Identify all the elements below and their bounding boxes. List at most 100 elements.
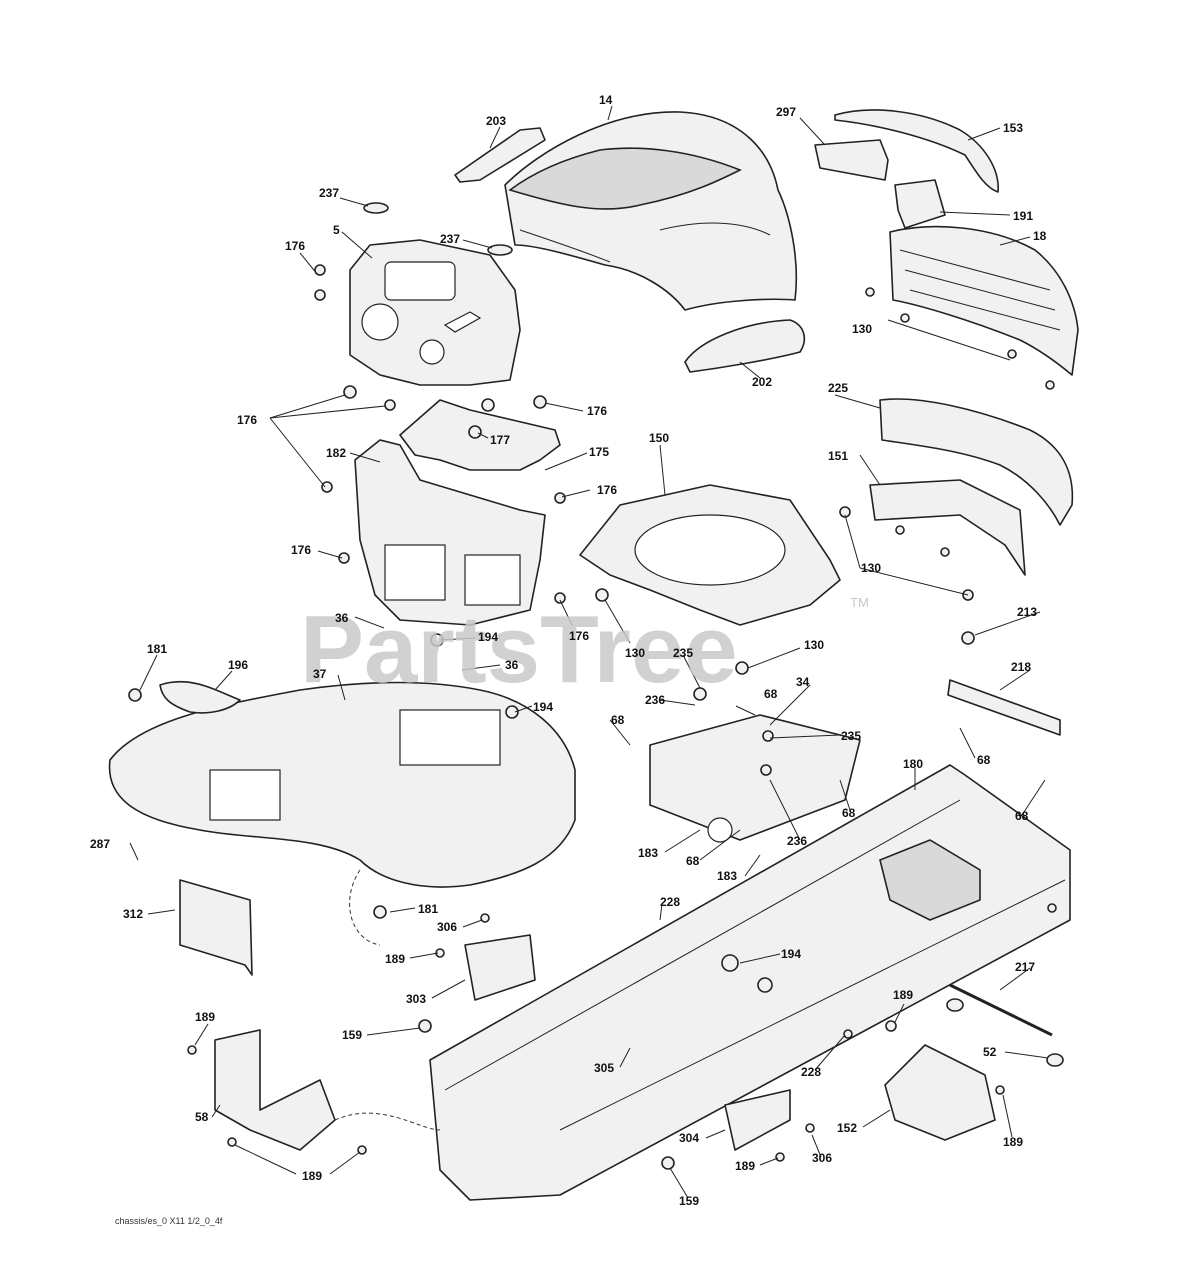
label-202: 202 bbox=[752, 375, 772, 389]
part-14-hood bbox=[504, 111, 798, 311]
label-303: 303 bbox=[406, 992, 426, 1006]
label-181: 181 bbox=[147, 642, 167, 656]
label-130-b: 130 bbox=[861, 561, 881, 575]
part-5-dash-panel bbox=[349, 239, 521, 386]
label-189-f: 189 bbox=[735, 1159, 755, 1173]
label-213: 213 bbox=[1017, 605, 1037, 619]
label-150: 150 bbox=[649, 431, 669, 445]
label-68-e: 68 bbox=[1015, 809, 1029, 823]
label-189-e: 189 bbox=[302, 1169, 322, 1183]
part-37-footrest bbox=[108, 681, 576, 888]
label-152: 152 bbox=[837, 1121, 857, 1135]
label-312: 312 bbox=[123, 907, 143, 921]
label-180: 180 bbox=[903, 757, 923, 771]
label-14: 14 bbox=[599, 93, 613, 107]
part-218-bar bbox=[947, 679, 1061, 736]
label-196: 196 bbox=[228, 658, 248, 672]
label-58: 58 bbox=[195, 1110, 209, 1124]
label-153: 153 bbox=[1003, 121, 1023, 135]
label-34: 34 bbox=[796, 675, 810, 689]
part-58-bracket bbox=[214, 1029, 336, 1151]
part-196-cover bbox=[159, 680, 241, 714]
part-153-trim bbox=[834, 109, 999, 193]
label-304: 304 bbox=[679, 1131, 699, 1145]
dashed-line-2 bbox=[334, 1112, 441, 1131]
part-18-grille bbox=[889, 225, 1079, 376]
label-235: 235 bbox=[673, 646, 693, 660]
label-130: 130 bbox=[852, 322, 872, 336]
label-177: 177 bbox=[490, 433, 510, 447]
label-189-d: 189 bbox=[1003, 1135, 1023, 1149]
label-306: 306 bbox=[437, 920, 457, 934]
label-130-c: 130 bbox=[625, 646, 645, 660]
label-194-c: 194 bbox=[781, 947, 801, 961]
leader-lines bbox=[129, 105, 1049, 1199]
watermark-trademark: TM bbox=[850, 595, 869, 610]
label-183: 183 bbox=[638, 846, 658, 860]
label-68-b: 68 bbox=[611, 713, 625, 727]
label-18: 18 bbox=[1033, 229, 1047, 243]
label-159: 159 bbox=[342, 1028, 362, 1042]
label-36-b: 36 bbox=[505, 658, 519, 672]
part-180-frame bbox=[429, 764, 1071, 1201]
part-303-bracket bbox=[464, 934, 536, 1001]
label-228: 228 bbox=[660, 895, 680, 909]
callout-labels: 14 203 297 153 237 191 5 237 176 18 130 … bbox=[90, 93, 1047, 1208]
label-194: 194 bbox=[478, 630, 498, 644]
part-203-bracket bbox=[454, 127, 546, 183]
label-287: 287 bbox=[90, 837, 110, 851]
label-237-b: 237 bbox=[440, 232, 460, 246]
label-203: 203 bbox=[486, 114, 506, 128]
part-297-block bbox=[814, 139, 889, 181]
part-52-bushing bbox=[946, 998, 964, 1012]
label-176-d: 176 bbox=[597, 483, 617, 497]
label-189: 189 bbox=[385, 952, 405, 966]
label-175: 175 bbox=[589, 445, 609, 459]
part-152-cover bbox=[884, 1044, 996, 1141]
part-225-bumper bbox=[879, 398, 1074, 526]
label-36: 36 bbox=[335, 611, 349, 625]
label-189-b: 189 bbox=[893, 988, 913, 1002]
label-151: 151 bbox=[828, 449, 848, 463]
label-228-b: 228 bbox=[801, 1065, 821, 1079]
label-176-c: 176 bbox=[587, 404, 607, 418]
label-130-d: 130 bbox=[804, 638, 824, 652]
label-225: 225 bbox=[828, 381, 848, 395]
part-150-mount-plate bbox=[579, 484, 841, 626]
label-159-b: 159 bbox=[679, 1194, 699, 1208]
part-202-lens bbox=[684, 319, 806, 373]
label-183-b: 183 bbox=[717, 869, 737, 883]
label-176-f: 176 bbox=[569, 629, 589, 643]
label-176: 176 bbox=[285, 239, 305, 253]
part-191-clip bbox=[894, 179, 946, 229]
part-304-plate bbox=[724, 1089, 791, 1151]
label-237: 237 bbox=[319, 186, 339, 200]
label-68-d: 68 bbox=[842, 806, 856, 820]
label-191: 191 bbox=[1013, 209, 1033, 223]
part-312-shield bbox=[179, 879, 253, 976]
label-236: 236 bbox=[645, 693, 665, 707]
label-52: 52 bbox=[983, 1045, 997, 1059]
label-235-b: 235 bbox=[841, 729, 861, 743]
part-217-rod bbox=[949, 983, 1053, 1037]
part-34-plate bbox=[649, 714, 861, 843]
label-37: 37 bbox=[313, 667, 327, 681]
part-52-bushing-2 bbox=[1046, 1053, 1064, 1067]
footer-diagram-code: chassis/es_0 X11 1/2_0_4f bbox=[115, 1216, 223, 1226]
part-151-bracket bbox=[869, 479, 1026, 576]
label-176-e: 176 bbox=[291, 543, 311, 557]
label-68-f: 68 bbox=[686, 854, 700, 868]
label-194-b: 194 bbox=[533, 700, 553, 714]
part-182-lower-dash bbox=[354, 439, 546, 626]
label-306-b: 306 bbox=[812, 1151, 832, 1165]
label-68: 68 bbox=[764, 687, 778, 701]
label-68-c: 68 bbox=[977, 753, 991, 767]
part-237-plug bbox=[363, 202, 389, 214]
label-217: 217 bbox=[1015, 960, 1035, 974]
label-297: 297 bbox=[776, 105, 796, 119]
label-176-b: 176 bbox=[237, 413, 257, 427]
label-181-b: 181 bbox=[418, 902, 438, 916]
watermark-brand: PartsTree bbox=[300, 596, 738, 703]
part-237-plug-2 bbox=[487, 244, 513, 256]
